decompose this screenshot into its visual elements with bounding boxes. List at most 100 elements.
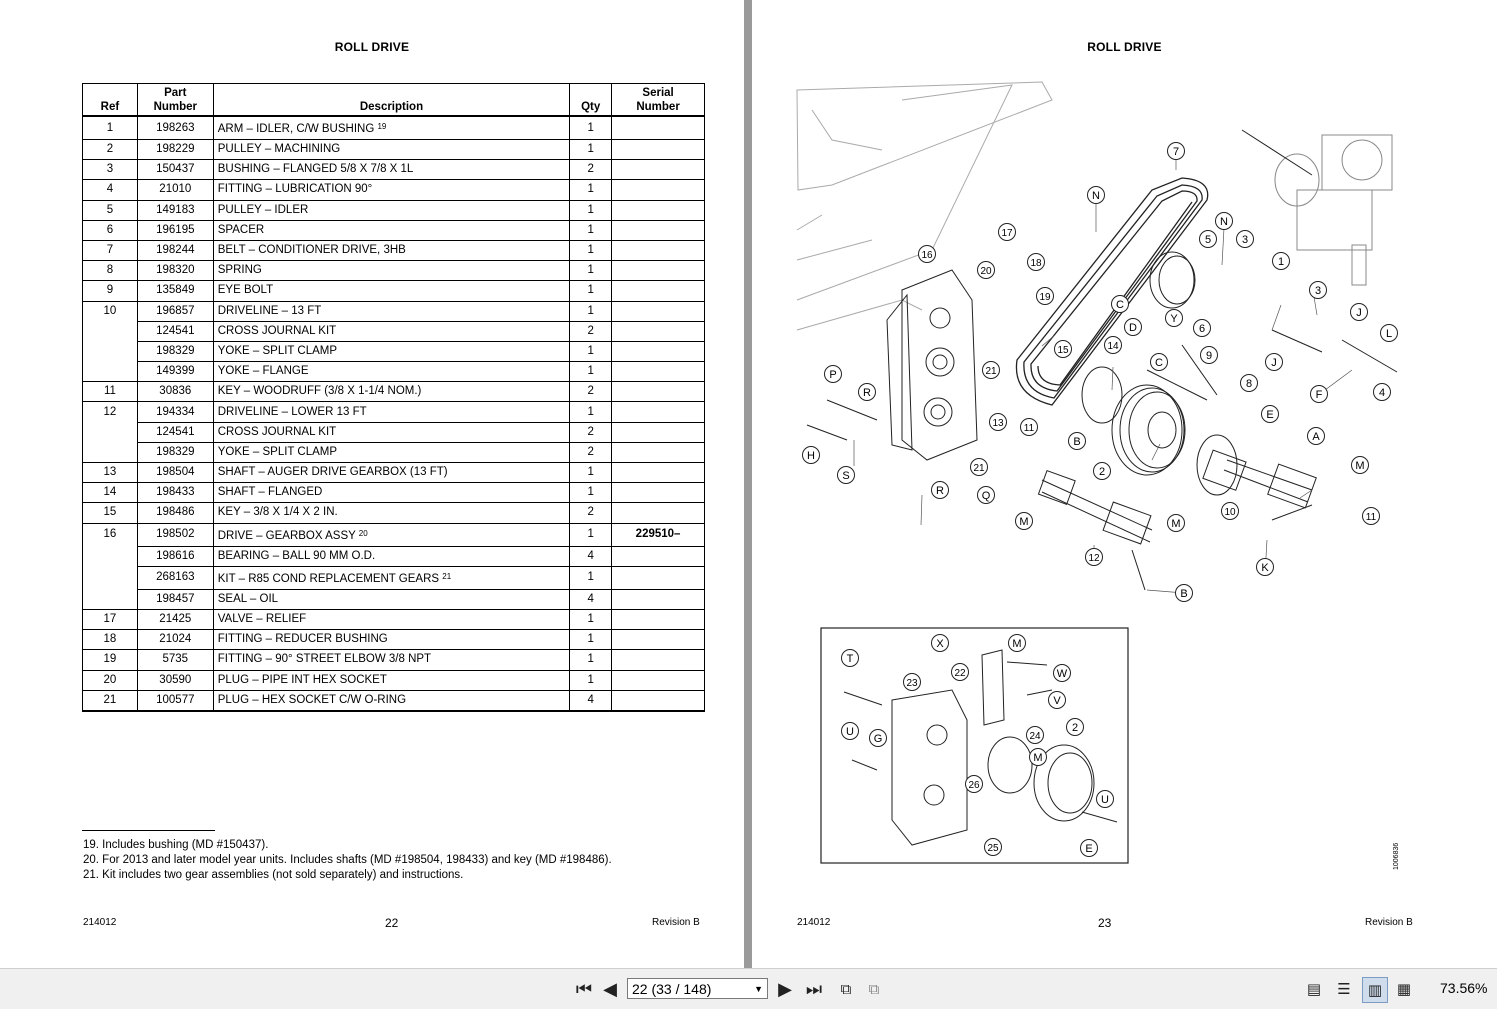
callout-label: 15 [1057,345,1069,356]
callout-label: M [1012,638,1021,650]
inset-callout: M [1029,748,1047,766]
cell-desc-text: ARM – IDLER, C/W BUSHING [217,123,378,135]
inset-callout: V [1048,691,1066,709]
inset-callout: E [1080,839,1098,857]
cell-serial [611,482,705,503]
footnote-ref: 20 [358,528,368,538]
callout: B [1068,432,1086,450]
callout: 4 [1373,383,1391,401]
cell-desc: EYE BOLT [212,280,571,301]
cell-serial [611,669,705,691]
cell-serial [611,159,705,180]
callout-label: 24 [1029,731,1041,742]
cell-desc-text: PULLEY – MACHINING [217,143,341,156]
cell-desc-text: CROSS JOURNAL KIT [217,324,337,337]
chevron-down-icon[interactable]: ▼ [754,984,763,994]
cell-ref: 5 [82,199,138,221]
cell-part-text: 198486 [156,506,195,519]
cell-qty-text: 1 [587,203,594,216]
header-description: Description [212,83,571,117]
cell-ref: 12 [82,401,138,423]
cell-qty-text: 1 [587,223,594,236]
cell-desc: SEAL – OIL [212,588,571,610]
cell-qty-text: 1 [587,244,594,257]
cell-ref-text: 7 [106,244,114,257]
callout: 18 [1027,253,1045,271]
cell-desc-text: PULLEY – IDLER [217,203,309,216]
cell-ref-text: 16 [103,528,117,541]
page-number-field[interactable]: 22 (33 / 148) ▼ [627,978,768,999]
cell-part: 198263 [136,115,214,140]
cell-ref [82,422,138,443]
cell-desc-text: FITTING – LUBRICATION 90° [217,183,373,196]
cell-part: 30836 [136,381,214,402]
cell-ref: 6 [82,219,138,241]
cell-serial [611,461,705,483]
left-page: ROLL DRIVE Ref Part Number Description Q… [0,0,744,968]
callout: 17 [998,223,1016,241]
single-page-icon[interactable]: ▤ [1306,981,1322,998]
leader-lines [853,160,1353,594]
cell-qty: 2 [569,320,613,342]
fit-page-icon[interactable]: ⧉ [840,980,852,998]
cell-ref [82,321,138,342]
cell-part: 198229 [136,138,214,160]
cell-desc: FITTING – LUBRICATION 90° [212,179,571,201]
callout: R [858,383,876,401]
cell-desc: FITTING – REDUCER BUSHING [212,629,571,650]
callout-label: X [936,638,944,650]
callout: 20 [977,261,995,279]
cell-part-text: 150437 [156,163,195,176]
cell-desc: YOKE – FLANGE [212,361,571,382]
facing-icon[interactable]: ▥ [1362,977,1388,1003]
callout-label: W [1057,668,1068,680]
callout: 8 [1240,374,1258,392]
driveline-drawing [1037,434,1317,545]
callout-label: T [847,653,854,665]
cell-ref: 2 [82,138,138,160]
continuous-facing-icon[interactable]: ▦ [1396,981,1412,998]
cell-part: 124541 [136,320,214,342]
callout-label: U [846,726,854,738]
cell-ref-text: 5 [106,203,114,216]
inset-callout: X [931,634,949,652]
cell-part-text: 149183 [156,203,195,216]
callout-label: 12 [1088,553,1100,564]
page-number: 23 [1098,916,1112,930]
cell-part-text: 198433 [156,486,195,499]
cell-desc: FITTING – 90° STREET ELBOW 3/8 NPT [212,649,571,670]
cell-desc-text: YOKE – FLANGE [217,365,309,378]
first-page-icon[interactable]: ⏮ [575,978,593,999]
callout: 3 [1236,230,1254,248]
cell-desc-text: KEY – WOODRUFF (3/8 X 1-1/4 NOM.) [217,385,422,398]
continuous-icon[interactable]: ☰ [1337,981,1351,998]
doc-number: 214012 [797,917,831,928]
callout-label: G [874,733,883,745]
footnote-ref: 19 [377,122,387,131]
callout: N [1215,212,1233,230]
callout-label: 20 [980,266,992,277]
previous-page-icon[interactable]: ◀ [603,978,617,999]
cell-ref-text: 21 [103,693,117,706]
last-page-icon[interactable]: ⏭ [805,978,823,999]
zoom-level[interactable]: 73.56% [1440,980,1488,996]
cell-desc: YOKE – SPLIT CLAMP [212,340,571,362]
cell-ref: 20 [82,669,138,691]
cell-part-text: 198229 [156,143,195,156]
cell-serial [611,689,705,712]
callout: 9 [1200,346,1218,364]
cell-serial [611,138,705,160]
cell-ref [82,442,138,463]
callout-label: H [807,450,815,462]
cell-desc: SHAFT – AUGER DRIVE GEARBOX (13 FT) [212,461,571,483]
next-page-icon[interactable]: ▶ [778,978,792,999]
cell-part-text: 198263 [156,121,195,134]
fit-width-icon[interactable]: ⧉ [868,980,880,998]
callout-label: 8 [1246,378,1252,390]
callout: 14 [1104,336,1122,354]
